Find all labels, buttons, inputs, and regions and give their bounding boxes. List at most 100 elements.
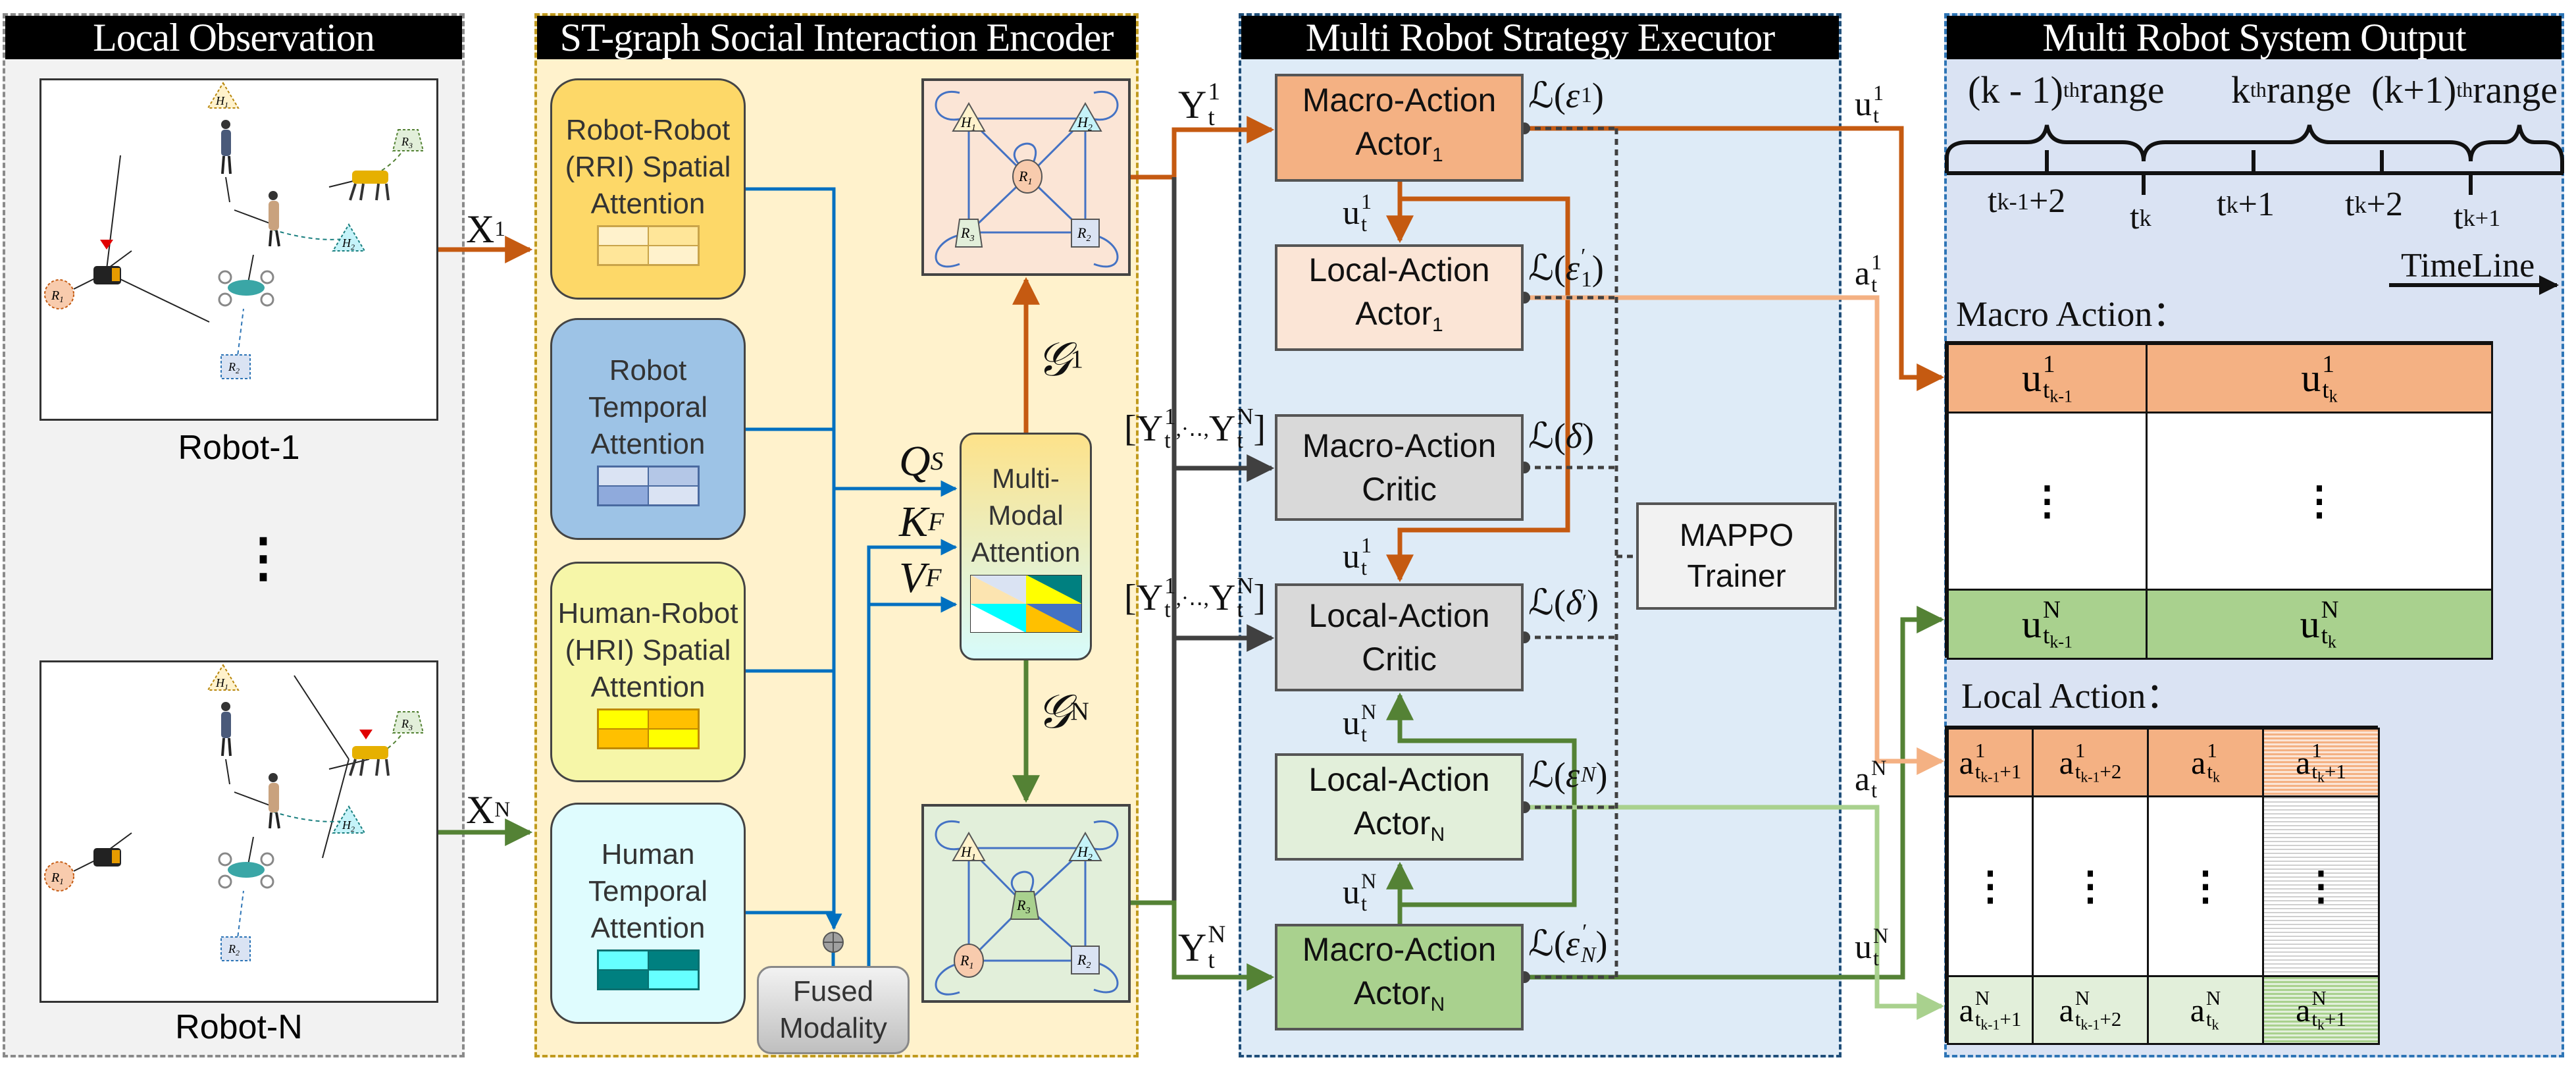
svg-text:R2: R2 xyxy=(228,942,240,957)
node-h1: H1 xyxy=(952,101,986,133)
box-label: Modal xyxy=(988,500,1064,531)
robot-n-label: Robot-N xyxy=(175,1008,303,1046)
loss-local-actor-1: ℒ(ε′1) xyxy=(1528,244,1604,292)
fused-modality-box: Fused Modality xyxy=(757,966,910,1054)
local-cell-ellipsis: ⋮ xyxy=(2032,795,2149,977)
box-label: Human-Robot xyxy=(557,597,738,629)
svg-text:H2: H2 xyxy=(342,818,355,834)
svg-text:R1: R1 xyxy=(51,288,64,304)
attention-lines xyxy=(746,187,958,966)
human-figure xyxy=(269,773,280,829)
svg-text:R1: R1 xyxy=(1018,168,1032,187)
y1-arrow xyxy=(1131,116,1275,180)
local-cell-ellipsis: ⋮ xyxy=(2147,795,2264,977)
human-temporal-attention-box: Human Temporal Attention xyxy=(550,803,746,1024)
panel-title: Local Observation xyxy=(5,16,462,59)
fused-attention-matrix-icon xyxy=(969,575,1082,633)
range-label-next: (k+1)th range xyxy=(2371,68,2558,111)
u1-to-local-critic-arrow xyxy=(1386,196,1570,583)
svg-text:H2: H2 xyxy=(1077,114,1093,133)
robot-marker-icon xyxy=(359,730,373,739)
st-graph-robot-n: H1 H2 R3 R1 R2 xyxy=(921,804,1131,1003)
svg-text:R3: R3 xyxy=(960,225,974,244)
node-r2: R2 xyxy=(220,936,251,961)
node-h2: H2 xyxy=(1068,101,1102,133)
macro-action-title: Macro Action： xyxy=(1956,294,2188,334)
loss-lines xyxy=(1524,126,1636,979)
node-h1: H1 xyxy=(207,82,240,109)
box-label: (RRI) Spatial xyxy=(565,151,731,183)
rri-spatial-attention-box: Robot-Robot (RRI) Spatial Attention xyxy=(550,78,746,300)
svg-text:R3: R3 xyxy=(1016,897,1030,916)
robot-temporal-attention-box: Robot Temporal Attention xyxy=(550,318,746,540)
node-r3: R3 xyxy=(954,219,983,248)
node-h2: H2 xyxy=(332,223,366,252)
svg-text:R2: R2 xyxy=(1077,951,1091,971)
range-brace xyxy=(2469,124,2564,173)
human-figure xyxy=(221,702,232,757)
uN-to-local-critic-arrow xyxy=(1386,692,1577,907)
box-label: Temporal xyxy=(588,875,708,907)
node-r2: R2 xyxy=(1071,946,1100,975)
attention-matrix-icon xyxy=(596,708,700,749)
svg-text:R1: R1 xyxy=(51,870,64,886)
svg-text:R3: R3 xyxy=(401,135,413,150)
node-h2: H2 xyxy=(332,805,366,834)
box-label: Attention xyxy=(590,670,706,703)
svg-text:H1: H1 xyxy=(215,94,228,109)
box-label: Attention xyxy=(590,188,706,220)
ellipsis-vertical: ⋮ xyxy=(237,528,290,587)
svg-text:R2: R2 xyxy=(228,360,240,375)
panel-title: ST-graph Social Interaction Encoder xyxy=(537,16,1136,59)
quadruped-robot-figure xyxy=(349,171,390,201)
node-r1: R1 xyxy=(954,944,984,978)
svg-text:R2: R2 xyxy=(1077,225,1091,244)
drone-figure xyxy=(218,270,274,307)
hri-spatial-attention-box: Human-Robot (HRI) Spatial Attention xyxy=(550,562,746,782)
loss-local-critic: ℒ(δ′) xyxy=(1528,583,1599,622)
attention-matrix-icon xyxy=(596,225,700,266)
svg-text:H1: H1 xyxy=(960,114,976,133)
node-r2: R2 xyxy=(1071,219,1100,248)
box-label: Robot xyxy=(609,354,687,387)
human-figure xyxy=(269,191,280,247)
node-r2: R2 xyxy=(220,354,251,379)
uN-output-arrow xyxy=(1524,606,1945,980)
box-label: Attention xyxy=(971,537,1081,568)
range-brace xyxy=(2142,124,2473,162)
node-h1: H1 xyxy=(207,664,240,691)
svg-text:H1: H1 xyxy=(215,676,228,691)
node-r3: R3 xyxy=(392,711,425,734)
rri-line xyxy=(746,187,842,930)
range-label-previous: (k - 1)th range xyxy=(1968,68,2165,111)
human-figure xyxy=(221,120,232,174)
robot-marker-icon xyxy=(100,240,113,250)
svg-text:R1: R1 xyxy=(960,952,973,971)
box-label: Attention xyxy=(590,912,706,944)
